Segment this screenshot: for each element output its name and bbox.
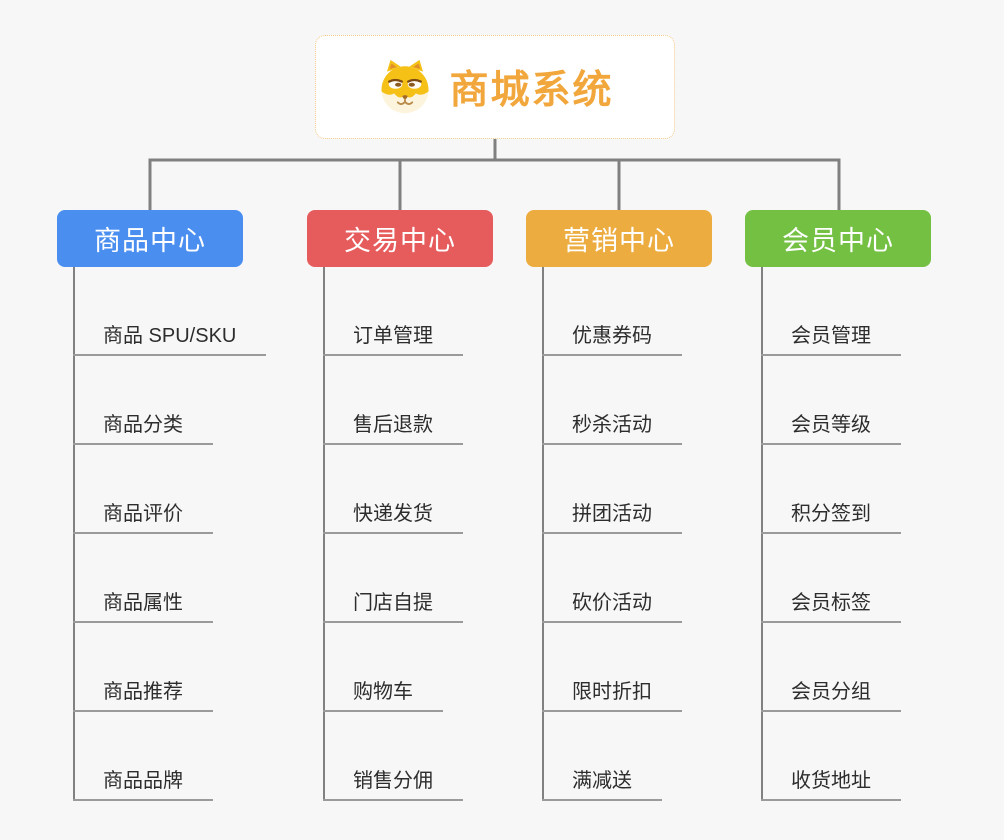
leaf-node[interactable]: 商品属性 <box>73 591 213 623</box>
leaf-node[interactable]: 满减送 <box>542 769 662 801</box>
leaf-node[interactable]: 快递发货 <box>323 502 463 534</box>
leaf-node[interactable]: 销售分佣 <box>323 769 463 801</box>
branch-spine-line <box>542 267 544 801</box>
root-node[interactable]: 商城系统 <box>315 35 675 139</box>
branch-spine-line <box>761 267 763 801</box>
leaf-node[interactable]: 会员管理 <box>761 324 901 356</box>
branch-marketing-center: 营销中心 优惠券码秒杀活动拼团活动砍价活动限时折扣满减送 <box>526 210 766 810</box>
leaf-node[interactable]: 购物车 <box>323 680 443 712</box>
leaf-node[interactable]: 商品推荐 <box>73 680 213 712</box>
branch-node[interactable]: 会员中心 <box>745 210 931 267</box>
branch-node[interactable]: 营销中心 <box>526 210 712 267</box>
branch-node[interactable]: 交易中心 <box>307 210 493 267</box>
root-title: 商城系统 <box>449 69 614 112</box>
leaf-node[interactable]: 订单管理 <box>323 324 463 356</box>
leaf-node[interactable]: 商品评价 <box>73 502 213 534</box>
leaf-node[interactable]: 砍价活动 <box>542 591 682 623</box>
leaf-node[interactable]: 优惠券码 <box>542 324 682 356</box>
leaf-node[interactable]: 商品品牌 <box>73 769 213 801</box>
branch-product-center: 商品中心 商品 SPU/SKU 商品分类商品评价商品属性商品推荐商品品牌 <box>57 210 297 810</box>
leaf-node[interactable]: 会员分组 <box>761 680 901 712</box>
leaf-node[interactable]: 会员等级 <box>761 413 901 445</box>
branch-spine-line <box>73 267 75 801</box>
leaf-node[interactable]: 秒杀活动 <box>542 413 682 445</box>
leaf-node[interactable]: 收货地址 <box>761 769 901 801</box>
leaf-node[interactable]: 售后退款 <box>323 413 463 445</box>
leaf-node[interactable]: 商品 SPU/SKU <box>73 324 267 356</box>
leaf-node[interactable]: 积分签到 <box>761 502 901 534</box>
branch-spine-line <box>323 267 325 801</box>
branch-node[interactable]: 商品中心 <box>57 210 243 267</box>
leaf-node[interactable]: 商品分类 <box>73 413 213 445</box>
leaf-node[interactable]: 限时折扣 <box>542 680 682 712</box>
leaf-node[interactable]: 拼团活动 <box>542 502 682 534</box>
dog-face-icon <box>382 59 429 114</box>
branch-trade-center: 交易中心 订单管理售后退款快递发货门店自提购物车销售分佣 <box>307 210 547 810</box>
leaf-node[interactable]: 门店自提 <box>323 591 463 623</box>
branch-member-center: 会员中心 会员管理会员等级积分签到会员标签会员分组收货地址 <box>745 210 985 810</box>
leaf-node[interactable]: 会员标签 <box>761 591 901 623</box>
